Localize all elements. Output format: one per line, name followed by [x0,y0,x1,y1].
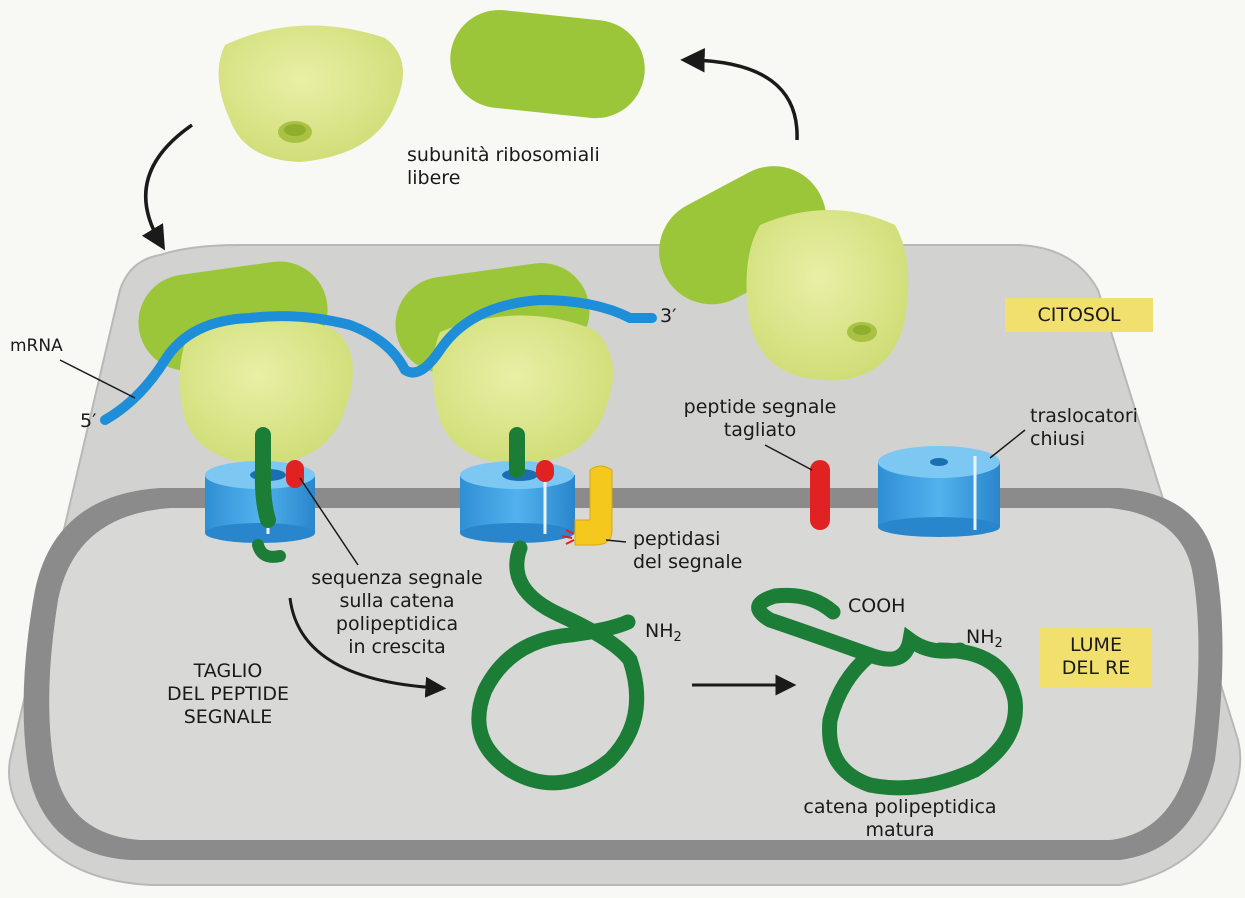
growing-chain-1 [254,427,276,528]
amino-terminus-label-1: NH2 [645,620,682,645]
mrna-strand [100,294,657,425]
translocator-leader [989,429,1026,459]
free-large-subunit [450,9,645,119]
signal-sequence-1 [286,460,304,488]
free-small-subunit [218,25,403,162]
cleaved-peptide-label: peptide segnale tagliato [683,396,837,441]
recycle-arrow-left [141,123,193,251]
carboxyl-terminus-label: COOH [848,595,906,617]
mrna-leader [59,359,136,399]
mature-polypeptide [751,587,1023,796]
chain-1-lumen-end [252,539,286,563]
mature-chain-label: catena polipeptidica matura [803,796,997,841]
signal-sequence-2 [536,460,554,482]
er-lumen-label: LUME DEL RE [1040,628,1152,688]
er-lumen [49,508,1199,840]
amino-terminus-label-2: NH2 [966,626,1003,651]
signal-peptidase-label: peptidasi del segnale [633,528,743,573]
closed-translocators-label: traslocatori chiusi [1030,405,1138,450]
closed-translocator [878,446,1000,537]
recycle-arrow-right [680,48,799,141]
signal-sequence-label: sequenza segnale sulla catena polipeptid… [311,567,483,658]
cleavage-spark-icon [561,529,575,545]
cleavage-arrow [288,597,447,698]
cleaved-signal-peptide [810,460,830,530]
cytosol-label: CITOSOL [1005,298,1153,332]
signal-seq-leader [299,477,359,566]
cleaved-peptide-leader [764,444,813,471]
ribosome-1-small-subunit [179,315,353,465]
peptidase-leader [605,539,627,543]
peptidase-enzyme [574,465,613,546]
mrna-label: mRNA [10,336,63,356]
free-subunits-label: subunità ribosomiali libere [407,144,600,189]
dissociating-small-subunit [746,210,909,381]
ribosome-2-small-subunit [432,315,613,465]
cleavage-step-label: TAGLIO DEL PEPTIDE SEGNALE [166,660,290,728]
lumen-polypeptide [471,540,645,791]
three-prime-label: 3′ [660,305,677,327]
five-prime-label: 5′ [80,410,97,432]
